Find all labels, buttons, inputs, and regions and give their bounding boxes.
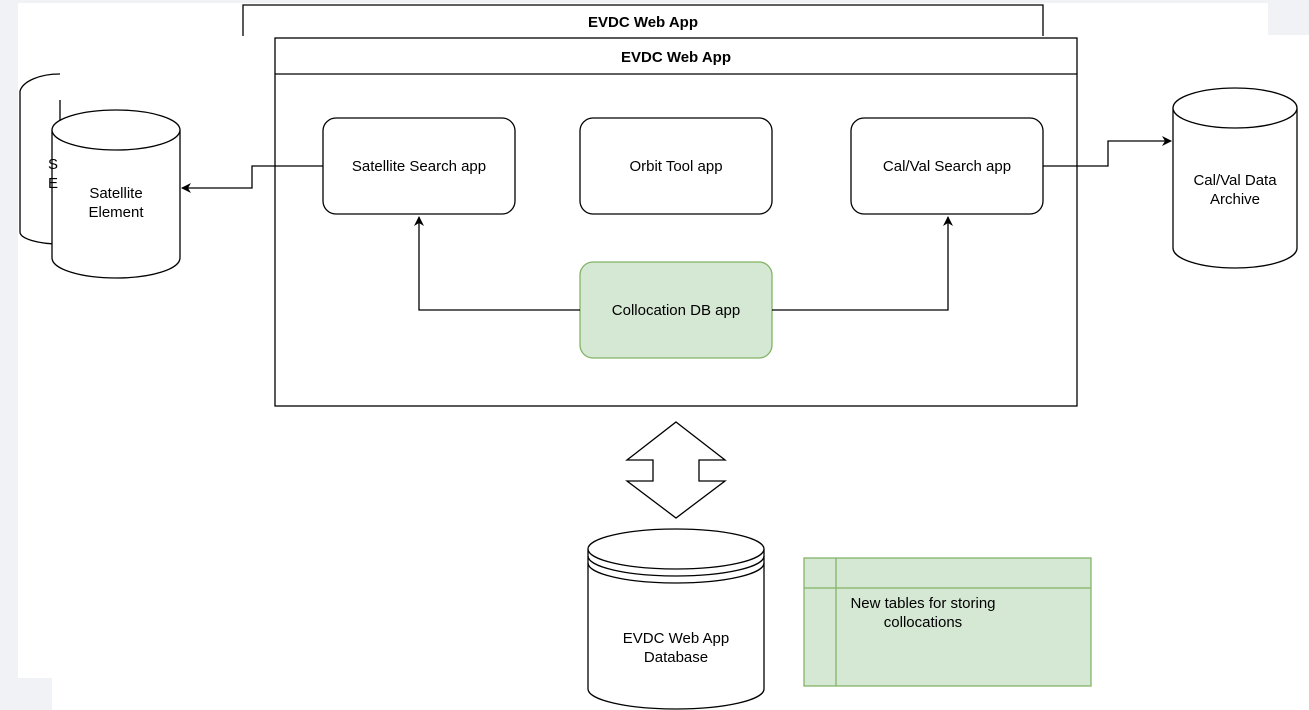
webapp-database-cylinder[interactable]	[587, 528, 765, 710]
satellite-element-label: Satellite Element	[88, 185, 144, 221]
connector-collocation-to-satellite-search[interactable]	[414, 216, 580, 311]
satellite-search-app-label: Satellite Search app	[351, 157, 487, 175]
orbit-tool-app-label: Orbit Tool app	[629, 157, 723, 175]
back-container-title: EVDC Web App	[587, 13, 698, 31]
bidirectional-arrow[interactable]	[625, 421, 727, 519]
calval-archive-label: Cal/Val Data Archive	[1193, 172, 1277, 208]
connector-collocation-to-calval-search[interactable]	[772, 216, 953, 311]
new-tables-note[interactable]	[803, 557, 1092, 687]
new-tables-note-text: New tables for storing collocations	[850, 595, 996, 631]
page-gutter	[18, 678, 52, 710]
calval-archive-cylinder[interactable]	[1172, 87, 1298, 269]
back-container[interactable]	[242, 4, 1044, 36]
satellite-element-cylinder[interactable]	[51, 109, 181, 279]
webapp-database-label: EVDC Web App Database	[622, 630, 730, 666]
collocation-db-app-label: Collocation DB app	[611, 301, 741, 319]
front-container-title: EVDC Web App	[620, 48, 731, 66]
satellite-element-back-label: S E	[48, 156, 58, 192]
connector-satellite-search-to-element[interactable]	[181, 165, 323, 193]
connector-calval-search-to-archive[interactable]	[1043, 136, 1172, 167]
calval-search-app-label: Cal/Val Search app	[882, 157, 1012, 175]
orbit-tool-app-box[interactable]	[579, 117, 773, 215]
